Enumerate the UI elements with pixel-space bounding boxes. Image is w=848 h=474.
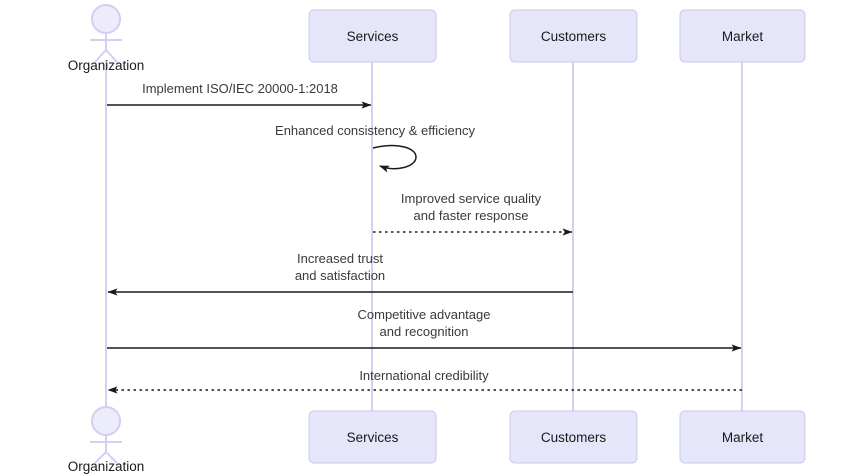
message-label-enhanced-consistency: Enhanced consistency & efficiency: [275, 123, 475, 138]
message-implement-iso[interactable]: Implement ISO/IEC 20000-1:2018: [107, 81, 372, 109]
actor-head-icon: [91, 4, 121, 34]
participant-label-customers-bottom: Customers: [541, 430, 607, 445]
message-competitive-advantage[interactable]: Competitive advantage and recognition: [107, 307, 742, 352]
message-label-improved-service-quality-line2: and faster response: [414, 208, 529, 223]
actor-label-organization-bottom: Organization: [68, 459, 145, 474]
message-self-loop-line: [372, 144, 417, 173]
actor-label-organization-top: Organization: [68, 58, 145, 73]
participant-label-market-top: Market: [722, 29, 764, 44]
message-label-increased-trust-line1: Increased trust: [297, 251, 383, 266]
actor-leg-left-icon: [94, 49, 107, 63]
participant-customers-bottom[interactable]: Customers: [509, 410, 638, 464]
message-label-increased-trust-line2: and satisfaction: [295, 268, 385, 283]
message-label-competitive-advantage-line1: Competitive advantage: [358, 307, 491, 322]
participant-label-customers-top: Customers: [541, 29, 607, 44]
participant-box: [509, 410, 638, 464]
participant-services-top[interactable]: Services: [308, 9, 437, 63]
participant-box: [679, 9, 806, 63]
message-improved-service-quality[interactable]: Improved service quality and faster resp…: [373, 191, 573, 236]
actor-leg-right-icon: [105, 49, 118, 63]
message-label-international-credibility: International credibility: [359, 368, 489, 383]
participant-label-market-bottom: Market: [722, 430, 764, 445]
participant-label-services-top: Services: [347, 29, 399, 44]
actor-organization-top[interactable]: Organization: [68, 4, 145, 73]
message-enhanced-consistency[interactable]: Enhanced consistency & efficiency: [275, 123, 475, 173]
message-label-competitive-advantage-line2: and recognition: [380, 324, 469, 339]
participant-box: [679, 410, 806, 464]
participant-label-services-bottom: Services: [347, 430, 399, 445]
actor-leg-right-icon: [105, 451, 118, 464]
lifelines: [105, 60, 743, 412]
participant-market-top[interactable]: Market: [679, 9, 806, 63]
participant-box: [509, 9, 638, 63]
message-label-implement-iso: Implement ISO/IEC 20000-1:2018: [142, 81, 338, 96]
participant-services-bottom[interactable]: Services: [308, 410, 437, 464]
message-international-credibility[interactable]: International credibility: [107, 368, 742, 394]
message-label-improved-service-quality-line1: Improved service quality: [401, 191, 542, 206]
participant-box: [308, 410, 437, 464]
participant-box: [308, 9, 437, 63]
message-increased-trust[interactable]: Increased trust and satisfaction: [107, 251, 573, 296]
actor-organization-bottom[interactable]: Organization: [68, 406, 145, 474]
participant-market-bottom[interactable]: Market: [679, 410, 806, 464]
actor-head-icon: [91, 406, 121, 436]
participant-customers-top[interactable]: Customers: [509, 9, 638, 63]
actor-leg-left-icon: [94, 451, 107, 464]
